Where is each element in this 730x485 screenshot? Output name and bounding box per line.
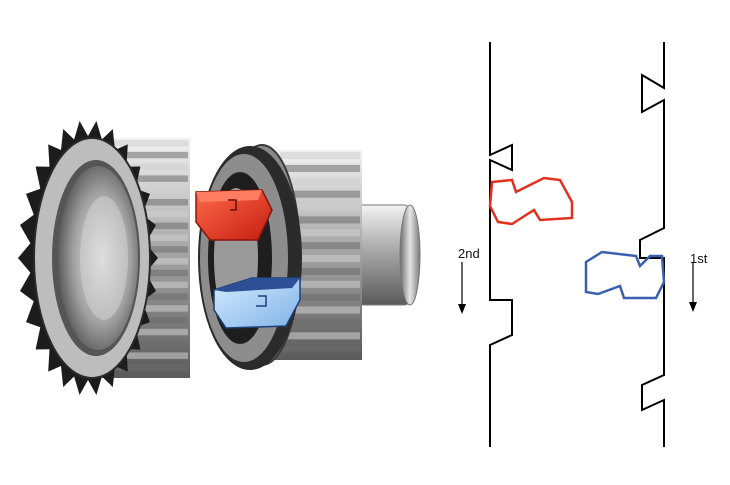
engagement-schematic: 2nd 1st <box>458 42 708 447</box>
blue-dog-block <box>213 277 301 329</box>
red-dog-outline <box>488 176 574 226</box>
second-gear-arrow <box>458 262 466 314</box>
second-gear-rail <box>489 42 513 447</box>
synchro-hub <box>198 146 302 370</box>
second-gear-label: 2nd <box>458 246 480 261</box>
red-dog-block <box>195 189 273 241</box>
blue-dog-outline <box>584 250 666 300</box>
left-gear <box>18 121 190 395</box>
gear-assembly-illustration <box>18 121 421 395</box>
first-gear-rail <box>639 42 665 447</box>
output-shaft <box>354 204 421 306</box>
first-gear-arrow <box>689 262 697 312</box>
first-gear-label: 1st <box>690 251 708 266</box>
